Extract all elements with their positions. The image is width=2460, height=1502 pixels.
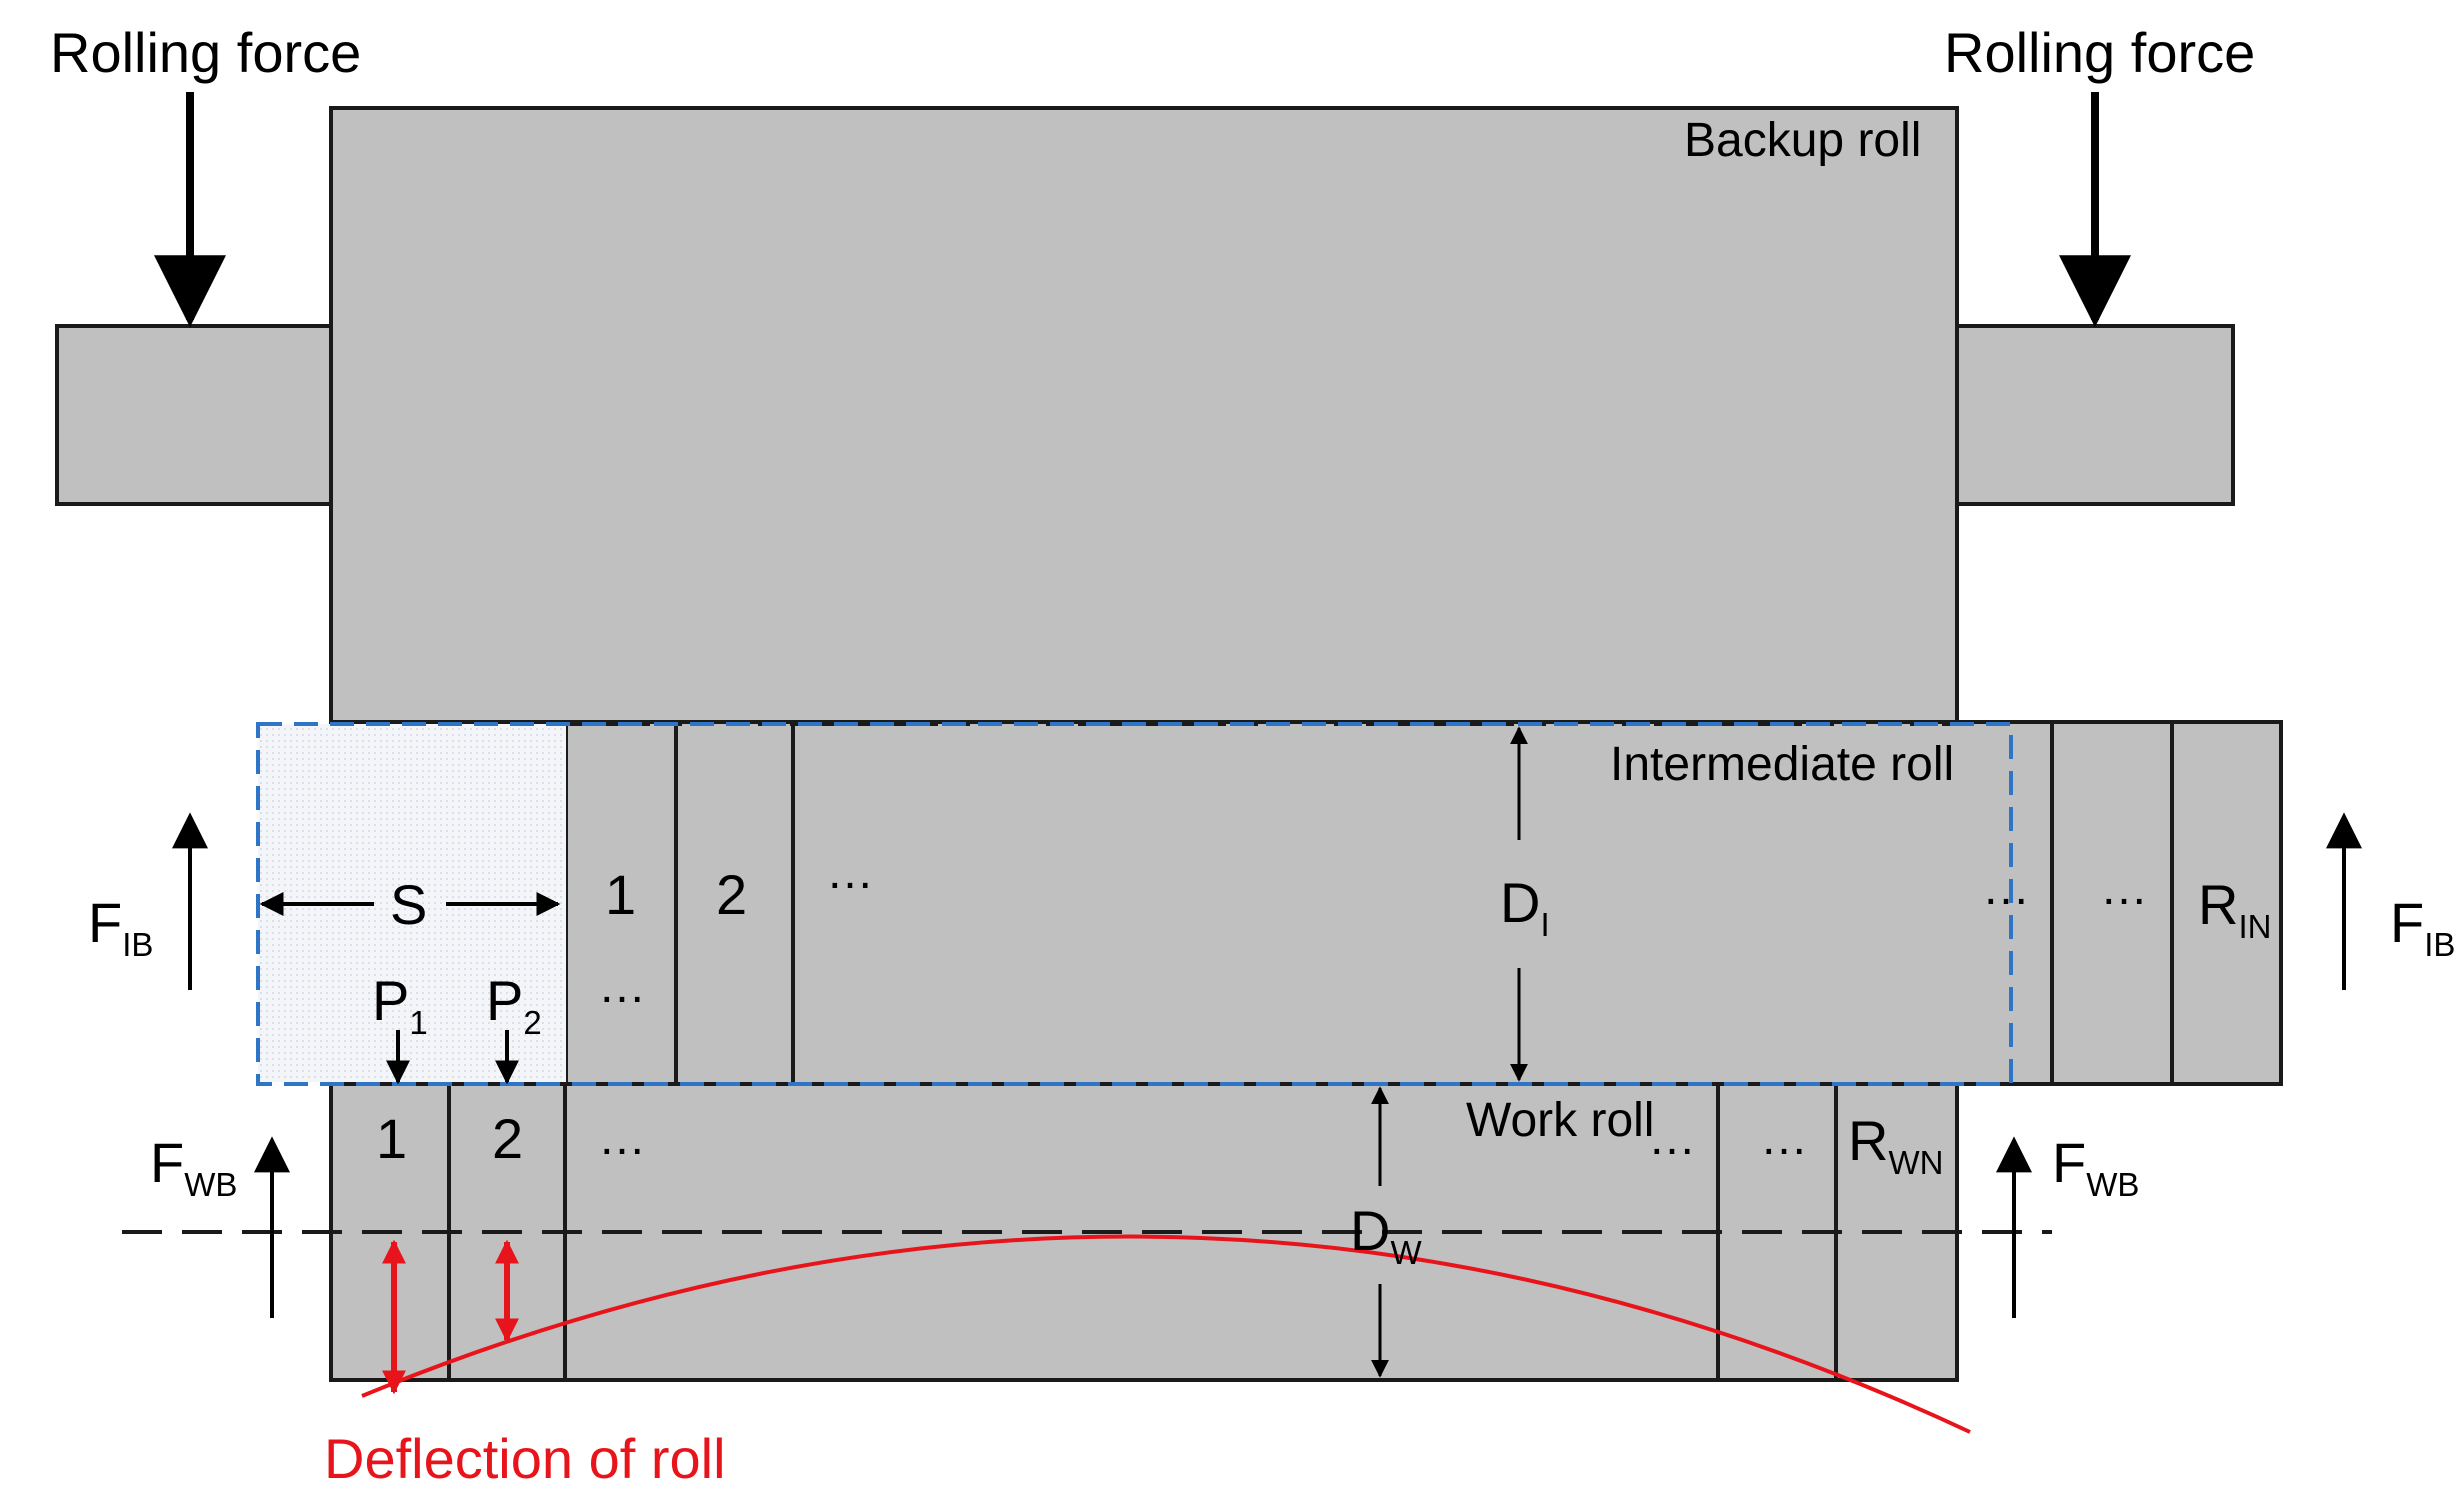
f-wb-right-label: FWB <box>2052 1131 2139 1203</box>
rolling-force-right-label: Rolling force <box>1944 21 2255 84</box>
ellipsis-intermediate-2: … <box>598 960 646 1013</box>
work-segment-2-label: 2 <box>492 1107 523 1170</box>
p2-label: P2 <box>486 969 542 1041</box>
r-in-label: RIN <box>2198 873 2271 945</box>
ellipsis-intermediate-3: … <box>1982 862 2030 915</box>
work-segment-1-label: 1 <box>376 1107 407 1170</box>
backup-roll <box>329 106 1959 724</box>
ellipsis-intermediate-1: … <box>826 846 874 899</box>
intermediate-segment-2-label: 2 <box>716 863 747 926</box>
backup-roll-neck-right <box>1955 324 2235 506</box>
f-wb-left-label: FWB <box>150 1131 237 1203</box>
deflection-curve <box>361 1234 1971 1434</box>
d-w-label: DW <box>1350 1199 1422 1271</box>
backup-roll-label: Backup roll <box>1684 114 1921 167</box>
intermediate-roll <box>564 720 2283 1086</box>
f-ib-right-label: FIB <box>2390 891 2455 963</box>
intermediate-segment-1-label: 1 <box>605 863 636 926</box>
ellipsis-intermediate-4: … <box>2100 862 2148 915</box>
ellipsis-work-1: … <box>598 1112 646 1165</box>
deflection-label: Deflection of roll <box>324 1427 726 1490</box>
d-i-label: DI <box>1500 871 1550 943</box>
f-ib-left-label: FIB <box>88 891 153 963</box>
intermediate-roll-label: Intermediate roll <box>1610 738 1954 791</box>
ellipsis-work-2: … <box>1648 1112 1696 1165</box>
slice-highlight-box <box>256 722 2013 1086</box>
backup-roll-neck-left <box>55 324 333 506</box>
work-roll-label: Work roll <box>1466 1094 1654 1147</box>
ellipsis-work-3: … <box>1760 1112 1808 1165</box>
r-wn-label: RWN <box>1848 1109 1943 1181</box>
rolling-force-left-label: Rolling force <box>50 21 361 84</box>
s-label: S <box>390 873 427 936</box>
p1-label: P1 <box>372 969 428 1041</box>
